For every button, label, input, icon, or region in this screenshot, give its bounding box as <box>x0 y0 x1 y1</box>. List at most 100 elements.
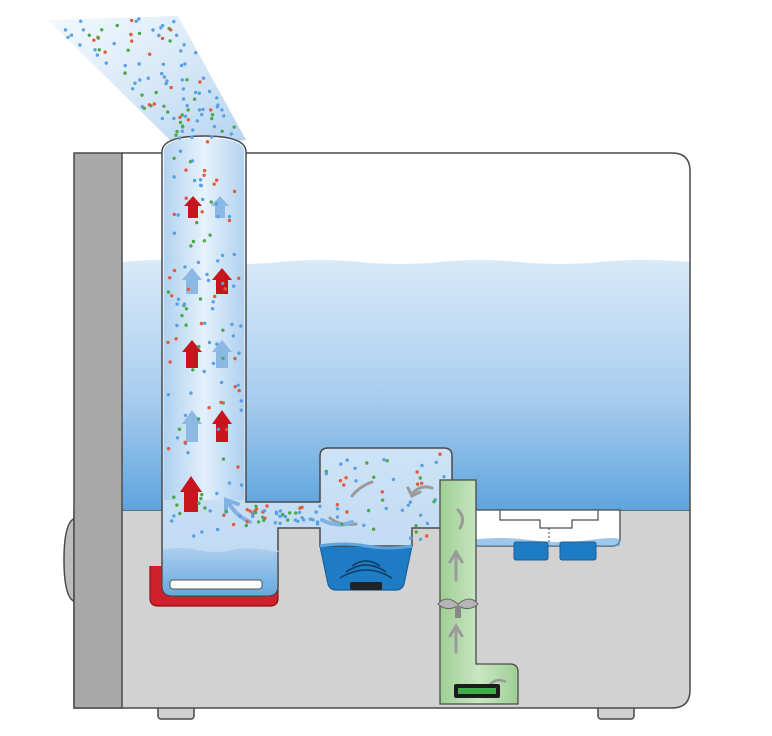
mist-particle <box>137 31 142 36</box>
mist-particle <box>175 436 180 440</box>
mist-particle <box>220 108 224 112</box>
mist-particle <box>311 518 315 522</box>
mist-particle <box>354 479 358 483</box>
mist-particle <box>273 521 277 525</box>
mist-particle <box>219 380 224 385</box>
mist-particle <box>418 537 423 541</box>
mist-particle <box>192 178 197 183</box>
mist-particle <box>216 214 220 219</box>
mist-particle <box>216 259 220 263</box>
mist-particle <box>191 368 195 372</box>
mist-particle <box>170 519 174 523</box>
mist-particle <box>340 522 344 526</box>
mist-particle <box>239 324 243 328</box>
ultrasonic-transducer <box>319 545 413 591</box>
mist-particle <box>207 89 212 94</box>
mist-particle <box>152 102 157 106</box>
mist-particle <box>87 33 92 37</box>
mist-particle <box>206 278 211 283</box>
mist-particle <box>146 76 150 80</box>
mist-particle <box>175 323 179 328</box>
mist-particle <box>103 50 107 54</box>
mist-particle <box>196 260 201 265</box>
mist-particle <box>198 80 202 84</box>
mist-particle <box>278 514 282 518</box>
side-panel <box>73 152 123 709</box>
mist-particle <box>193 90 198 95</box>
mist-particle <box>339 462 343 466</box>
mist-particle <box>178 115 182 120</box>
mist-particle <box>345 458 349 462</box>
mist-particle <box>180 313 184 318</box>
mist-particle <box>172 175 176 179</box>
mist-particle <box>236 383 240 387</box>
mist-particle <box>214 202 218 206</box>
mist-particle <box>180 78 184 82</box>
mist-particle <box>251 514 255 518</box>
mist-particle <box>169 28 173 32</box>
mist-particle <box>183 265 187 269</box>
mist-particle <box>432 500 436 504</box>
mist-particle <box>160 36 165 41</box>
mist-particle <box>415 482 420 486</box>
mist-particle <box>172 268 177 273</box>
mist-particle <box>202 173 206 177</box>
mist-particle <box>100 28 104 32</box>
mist-particle <box>344 476 348 480</box>
mist-particle <box>168 360 172 364</box>
mist-particle <box>92 38 96 42</box>
mist-particle <box>212 124 217 129</box>
mist-particle <box>335 507 340 511</box>
mist-particle <box>265 504 269 508</box>
mist-particle <box>134 19 138 23</box>
mist-particle <box>222 114 226 118</box>
hot-arrow <box>212 268 232 294</box>
mist-particle <box>190 159 195 163</box>
mist-particle <box>185 104 189 108</box>
mist-particle <box>208 233 212 237</box>
mist-particle <box>382 458 386 462</box>
mist-particle <box>202 168 207 173</box>
mist-particle <box>232 125 236 129</box>
mist-particle <box>168 39 172 43</box>
cool-arrow <box>211 196 229 218</box>
mist-particle <box>147 103 152 107</box>
mist-particle <box>380 498 385 502</box>
mist-particle <box>371 527 376 531</box>
mist-particle <box>215 178 219 182</box>
mist-particle <box>179 63 184 68</box>
mist-particle <box>239 483 244 487</box>
mist-particle <box>126 48 130 52</box>
mist-particle <box>175 503 179 507</box>
mist-particle <box>166 110 170 114</box>
mist-particle <box>418 476 422 480</box>
mist-particle <box>201 197 205 202</box>
mist-particle <box>224 509 228 513</box>
mist-particle <box>95 53 100 57</box>
mist-particle <box>232 284 236 288</box>
mist-particle <box>104 61 109 65</box>
mist-particle <box>200 112 204 117</box>
mist-particle <box>182 43 186 47</box>
mist-particle <box>262 518 266 523</box>
mist-particle <box>172 19 176 24</box>
mist-particle <box>197 108 202 112</box>
mist-particle <box>220 253 225 258</box>
mist-particle <box>274 512 279 516</box>
mist-particle <box>419 481 424 485</box>
mist-particle <box>380 490 384 494</box>
mist-particle <box>166 290 171 294</box>
mist-particle <box>338 479 343 483</box>
side-knob <box>63 517 77 603</box>
mist-particle <box>198 297 203 301</box>
mist-particle <box>262 509 267 513</box>
mist-particle <box>200 530 204 534</box>
mist-particle <box>215 527 220 532</box>
mist-particle <box>183 62 187 66</box>
mist-particle <box>180 129 184 133</box>
mist-particle <box>261 515 265 519</box>
mist-particle <box>175 129 179 134</box>
mist-particle <box>238 514 242 518</box>
mist-particle <box>442 475 446 479</box>
mist-particle <box>174 33 179 37</box>
